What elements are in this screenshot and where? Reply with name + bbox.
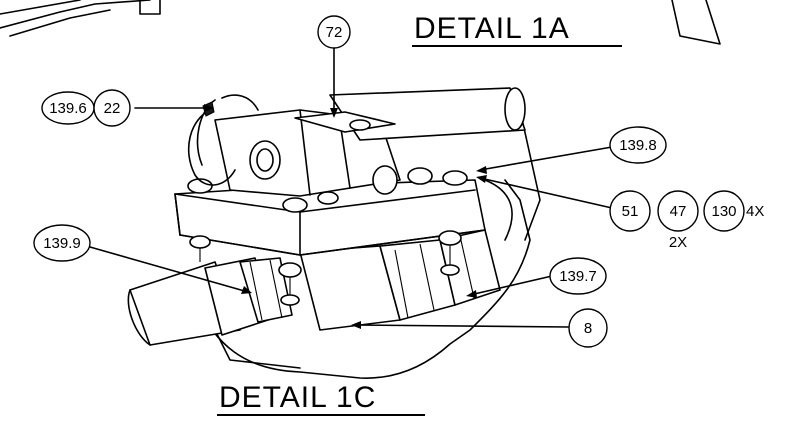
plate-bolts	[187, 170, 468, 306]
callout-51-label: 51	[622, 203, 639, 220]
callout-22: 22	[93, 89, 131, 127]
callout-130-label: 130	[711, 203, 736, 220]
leader-lines	[89, 47, 613, 329]
callout-8: 8	[568, 308, 608, 348]
detail-1a-heading: DETAIL 1A	[412, 12, 622, 47]
callout-22-label: 22	[104, 100, 121, 117]
quantity-4x: 4X	[746, 203, 764, 220]
callout-8-label: 8	[584, 320, 592, 337]
detail-1c-title: DETAIL 1C	[219, 381, 376, 414]
callout-139-8-label: 139.8	[619, 137, 657, 154]
valve-assembly	[127, 87, 541, 379]
callout-139-9: 139.9	[33, 224, 91, 262]
callout-72: 72	[317, 15, 351, 49]
callout-139-9-label: 139.9	[43, 235, 81, 252]
callout-47-label: 47	[670, 203, 687, 220]
callout-51: 51	[609, 190, 651, 232]
callout-139-7-label: 139.7	[559, 268, 597, 285]
adjacent-detail-fragment	[0, 0, 721, 45]
detail-1a-title: DETAIL 1A	[414, 12, 570, 45]
detail-1c-heading: DETAIL 1C	[217, 381, 425, 416]
callout-139-8: 139.8	[609, 126, 667, 164]
callout-139-7: 139.7	[549, 257, 607, 295]
callout-72-label: 72	[326, 24, 343, 41]
callout-130: 130	[703, 190, 745, 232]
quantity-2x: 2X	[669, 234, 687, 251]
callout-139-6: 139.6	[41, 91, 95, 125]
callout-47: 47	[657, 190, 699, 232]
callout-139-6-label: 139.6	[49, 100, 87, 117]
